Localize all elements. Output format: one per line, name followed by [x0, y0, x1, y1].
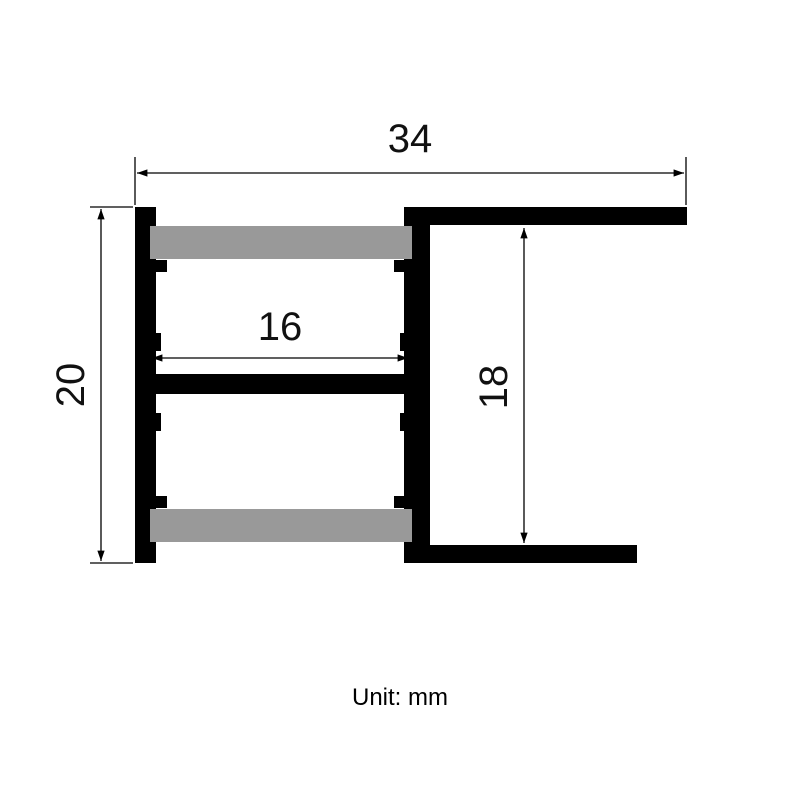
- inner-height-value: 18: [472, 365, 516, 410]
- width-value: 34: [388, 117, 433, 161]
- left-wall: [135, 207, 156, 563]
- top-flange: [404, 207, 687, 225]
- height-dimension: [90, 206, 133, 564]
- center-nub: [394, 260, 408, 272]
- center-nub: [394, 496, 408, 508]
- left-nub: [150, 333, 161, 351]
- bottom-flange: [404, 545, 637, 563]
- inner-width-value: 16: [258, 305, 303, 349]
- middle-crossbar: [150, 374, 412, 394]
- height-value: 20: [49, 363, 93, 408]
- top-diffuser: [150, 226, 412, 259]
- center-nub: [400, 333, 410, 351]
- bottom-diffuser: [150, 509, 412, 542]
- unit-label: Unit: mm: [352, 684, 448, 711]
- center-nub: [400, 413, 410, 431]
- width-dimension: [134, 157, 687, 205]
- left-nub: [150, 260, 167, 272]
- aluminium-profile: [135, 207, 687, 563]
- left-nub: [150, 496, 167, 508]
- left-nub: [150, 413, 161, 431]
